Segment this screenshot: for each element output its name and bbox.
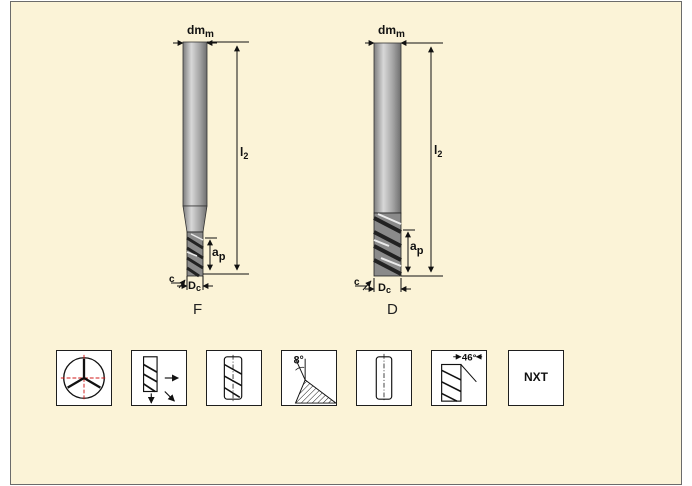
endmill-drawings: dmm l2 ap Dc c dmm l2 ap Dc c	[169, 23, 443, 295]
d-cutting-depth-label: ap	[410, 239, 424, 257]
centerline-shank-icon	[356, 350, 412, 406]
feed-direction-icon	[131, 350, 187, 406]
rake-angle-icon: 8°	[281, 350, 337, 406]
d-chamfer-label: c	[354, 277, 360, 288]
three-flute-icon	[56, 350, 112, 406]
rake-angle-value: 8°	[294, 355, 304, 367]
f-overall-length-label: l2	[240, 145, 248, 161]
f-cutting-depth-label: ap	[212, 245, 226, 263]
diagram-panel: dmm l2 ap Dc c dmm l2 ap Dc c F D	[10, 1, 682, 485]
nxt-coating-icon: NXT	[508, 350, 564, 406]
endmill-d	[373, 42, 402, 277]
d-overall-length-label: l2	[434, 143, 442, 159]
helix-angle-value: 46°	[462, 353, 477, 364]
endmill-d-dimensions	[355, 40, 443, 292]
nxt-coating-label: NXT	[524, 370, 548, 384]
endmill-f-dimensions	[171, 40, 249, 290]
d-cutting-diameter-label: Dc	[378, 282, 391, 295]
variant-label-f: F	[193, 301, 203, 318]
endmill-f	[182, 41, 208, 278]
variant-label-d: D	[387, 301, 398, 318]
f-shank-diameter-label: dmm	[187, 23, 214, 40]
helix-flute-icon	[206, 350, 262, 406]
f-cutting-diameter-label: Dc	[188, 280, 201, 293]
helix-angle-icon: 46°	[431, 350, 487, 406]
d-shank-diameter-label: dmm	[378, 23, 405, 40]
f-chamfer-label: c	[169, 274, 175, 285]
